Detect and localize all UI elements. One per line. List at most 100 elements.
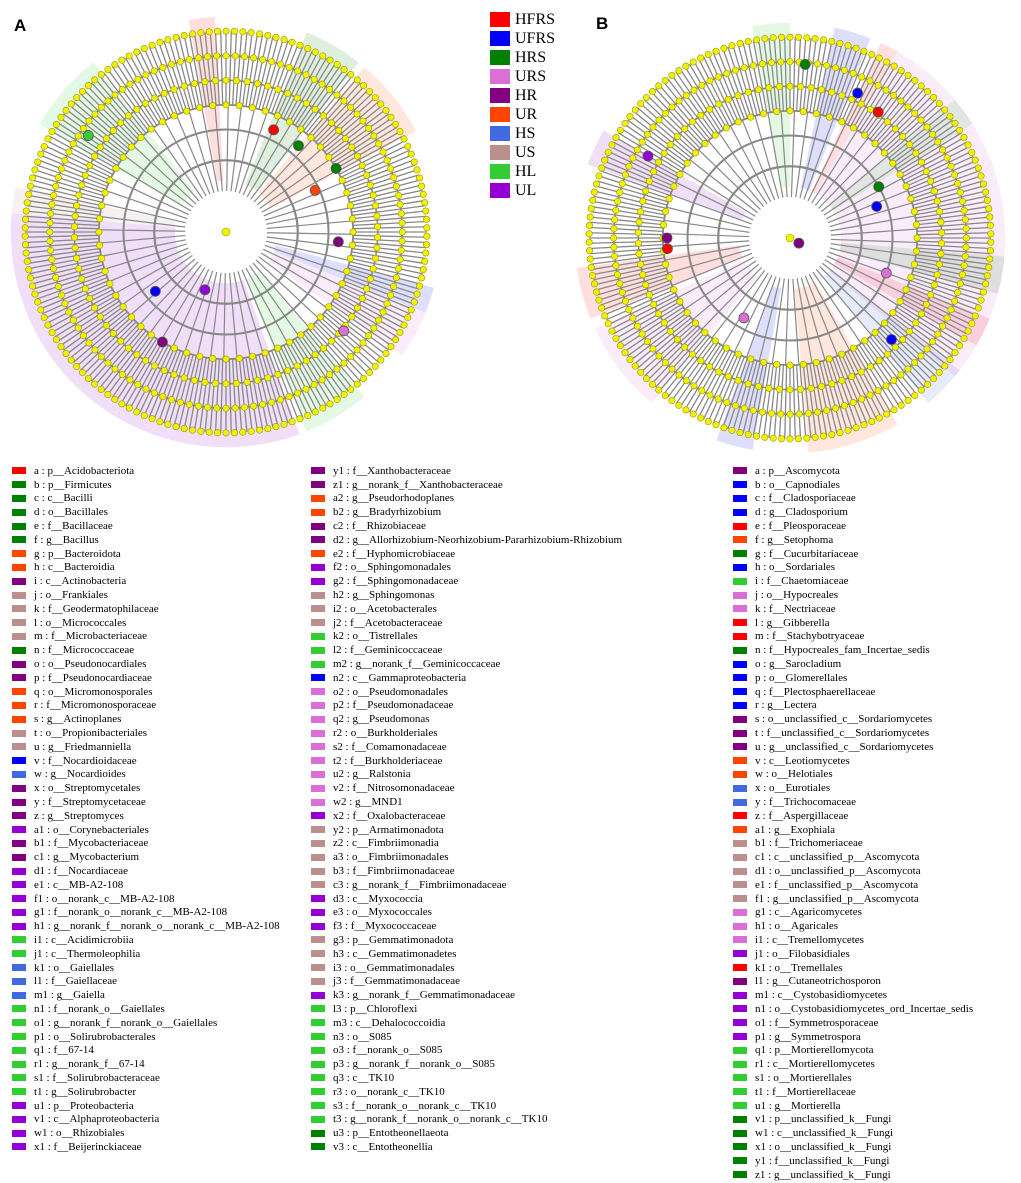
tree-node [977, 172, 985, 180]
taxon-key-item: a3 : o__Fimbriimonadales [311, 850, 622, 864]
tree-node [379, 148, 387, 156]
tree-node [363, 171, 371, 179]
branch-line [233, 272, 251, 357]
taxon-swatch [733, 550, 747, 558]
taxon-key-item: c3 : g__norank_f__Fimbriimonadaceae [311, 878, 622, 892]
taxon-swatch [733, 591, 747, 599]
tree-node [168, 60, 176, 68]
taxon-label: j1 : o__Filobasidiales [755, 947, 850, 960]
tree-node [96, 241, 104, 249]
group-name: UR [515, 105, 538, 123]
tree-node [311, 408, 319, 416]
branch-line [754, 115, 780, 199]
tree-node [134, 381, 142, 389]
taxon-label: c3 : g__norank_f__Fimbriimonadaceae [333, 878, 507, 891]
tree-node [697, 357, 705, 365]
tree-node [75, 191, 83, 199]
taxon-label: n1 : o__Cystobasidiomycetes_ord_Incertae… [755, 1002, 974, 1015]
tree-node [243, 378, 251, 386]
taxon-label: g : p__Bacteroidota [34, 547, 121, 560]
branch-line [667, 248, 751, 274]
tree-node [73, 362, 81, 370]
tree-node [231, 52, 239, 60]
branch-line [838, 355, 868, 424]
tree-node [922, 301, 930, 309]
tree-node [951, 171, 959, 179]
tree-node [377, 100, 385, 108]
tree-node [612, 206, 620, 214]
tree-node [648, 380, 656, 388]
branch-line [232, 358, 238, 433]
tree-node [369, 191, 377, 199]
tree-node [655, 386, 663, 394]
branch-line [911, 180, 983, 203]
branch-line [594, 267, 667, 286]
taxon-key-item: n : f__Hypocreales_fam_Incertae_sedis [733, 643, 973, 657]
branch-line [916, 226, 991, 232]
taxon-key-item: c2 : f__Rhizobiaceae [311, 519, 622, 533]
taxon-label: s3 : f__norank_o__norank_c__TK10 [333, 1099, 497, 1112]
tree-node [882, 382, 890, 390]
tree-node [840, 66, 848, 74]
tree-node [917, 116, 925, 124]
branch-line [153, 44, 182, 114]
tree-node [803, 434, 811, 442]
branch-line [640, 322, 696, 373]
tree-node [394, 191, 402, 199]
branch-line [171, 268, 210, 348]
taxon-label: t : f__unclassified_c__Sordariomycetes [755, 727, 930, 740]
branch-line [844, 352, 878, 420]
tree-node [142, 385, 150, 393]
tree-node [102, 321, 110, 329]
tree-node [799, 360, 807, 368]
taxon-swatch [12, 508, 26, 516]
taxon-key-item: z : f__Aspergillaceae [733, 809, 973, 823]
taxon-label: w1 : c__unclassified_k__Fungi [755, 1127, 894, 1140]
tree-node [342, 135, 350, 143]
tree-node [69, 316, 77, 324]
tree-node [285, 63, 293, 71]
branch-line [214, 105, 224, 192]
tree-node [661, 391, 669, 399]
branch-line [881, 99, 937, 151]
branch-line [308, 78, 357, 136]
tree-node [148, 41, 156, 49]
taxon-swatch [733, 908, 747, 916]
tree-node [125, 52, 133, 60]
branch-line [825, 359, 848, 431]
taxon-key-item: u1 : g__Mortierella [733, 1099, 973, 1113]
branch-line [277, 48, 309, 117]
taxon-label: z : g__Streptomyces [34, 809, 124, 822]
branch-line [76, 97, 132, 148]
tree-node [142, 99, 150, 107]
tree-node [866, 105, 874, 113]
taxon-label: i3 : o__Gemmatimonadales [333, 961, 455, 974]
branch-line [261, 353, 284, 425]
branch-line [630, 115, 690, 162]
taxon-swatch [733, 826, 747, 834]
branch-line [184, 270, 214, 353]
tree-node [736, 429, 744, 437]
tree-node [396, 328, 404, 336]
taxon-swatch [733, 936, 747, 944]
taxon-label: y1 : f__Xanthobacteraceae [333, 464, 451, 477]
tree-node [415, 282, 423, 290]
branch-line [819, 266, 882, 327]
branch-line [830, 238, 918, 244]
tree-node [589, 272, 597, 280]
branch-line [752, 40, 768, 114]
taxon-key-item: b1 : f__Trichomeriaceae [733, 837, 973, 851]
taxon-label: v2 : f__Nitrosomonadaceae [333, 782, 455, 795]
tree-node [74, 132, 82, 140]
tree-node [160, 89, 168, 97]
tree-node [650, 301, 658, 309]
branch-line [241, 269, 277, 350]
taxon-key-item: q1 : f__67-14 [12, 1043, 280, 1057]
branch-line [152, 127, 203, 199]
branch-line [153, 350, 182, 420]
tree-node [840, 402, 848, 410]
taxon-key-item: j3 : f__Gemmatimonadaceae [311, 974, 622, 988]
tree-node [347, 353, 355, 361]
taxon-swatch [12, 977, 26, 985]
taxon-key-item: q1 : p__Mortierellomycota [733, 1043, 973, 1057]
